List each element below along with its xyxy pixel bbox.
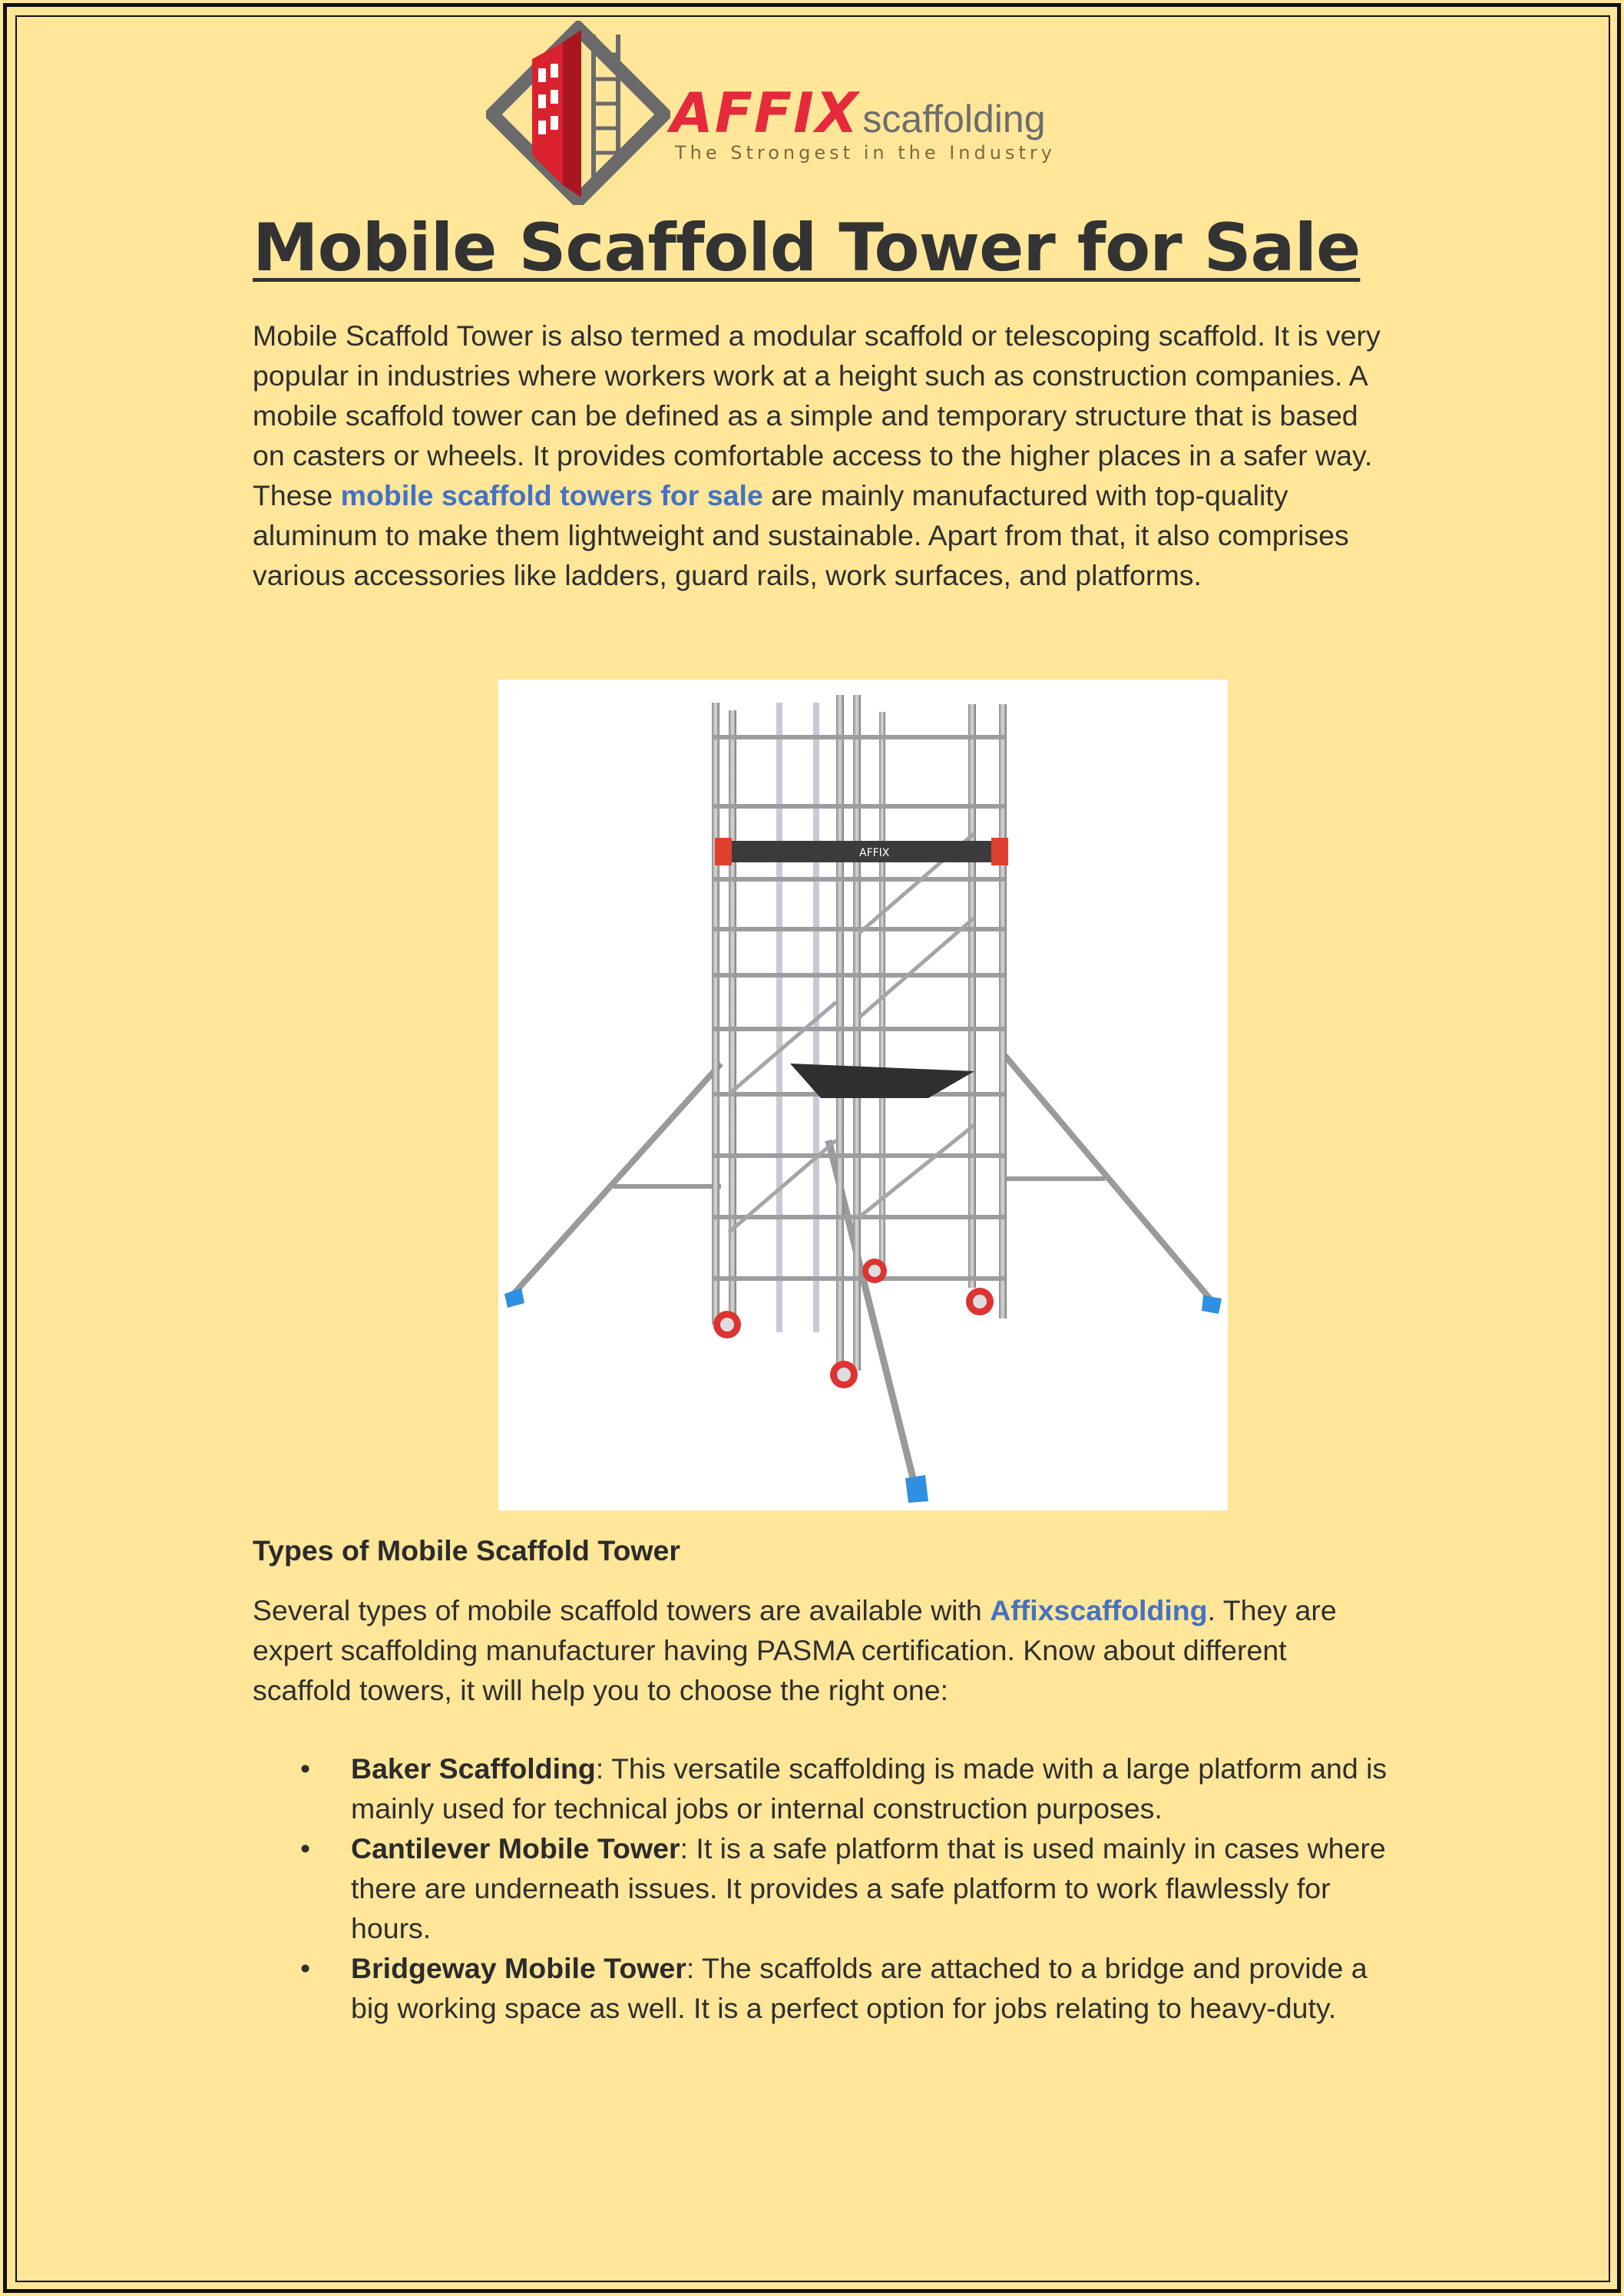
bullet-icon: •: [300, 1832, 311, 1864]
types-intro-text-1: Several types of mobile scaffold towers …: [253, 1594, 991, 1626]
logo-tagline: The Strongest in the Industry: [675, 142, 1056, 164]
intro-text-1: Mobile Scaffold Tower is also termed a m…: [253, 319, 1381, 511]
logo-wordmark: AFFIXscaffolding: [670, 81, 1046, 145]
tower-types-list: • Baker Scaffolding: This versatile scaff…: [253, 1748, 1389, 2028]
scaffold-tower-photo: AFFIX: [498, 680, 1228, 1510]
platform-badge-text: AFFIX: [859, 847, 890, 859]
list-item-baker: • Baker Scaffolding: This versatile scaff…: [253, 1748, 1389, 1828]
mobile-scaffold-towers-link[interactable]: mobile scaffold towers for sale: [340, 479, 763, 511]
bullet-icon: •: [300, 1952, 311, 1984]
brand-logo[interactable]: AFFIXscaffolding The Strongest in the In…: [486, 21, 1052, 205]
list-item-bridgeway: • Bridgeway Mobile Tower: The scaffolds a…: [253, 1948, 1389, 2028]
list-item-name: Bridgeway Mobile Tower: [351, 1952, 686, 1984]
list-item-text: : It is a safe platform that is used mai…: [351, 1832, 1386, 1944]
page-title: Mobile Scaffold Tower for Sale: [253, 210, 1361, 286]
intro-text-2: are mainly manufactured with top-quality…: [253, 479, 1349, 591]
logo-name-affix: AFFIX: [670, 81, 860, 145]
list-item-cantilever: • Cantilever Mobile Tower: It is a safe p…: [253, 1828, 1389, 1948]
affixscaffolding-link[interactable]: Affixscaffolding: [990, 1594, 1208, 1626]
scaffold-tower-illustration: AFFIX: [504, 695, 1222, 1503]
types-heading: Types of Mobile Scaffold Tower: [253, 1534, 680, 1567]
types-intro-text-2: . They are expert scaffolding manufactur…: [253, 1594, 1337, 1706]
logo-emblem-icon: [486, 21, 670, 205]
bullet-icon: •: [300, 1752, 311, 1785]
logo-name-scaffolding: scaffolding: [862, 98, 1046, 141]
page-inner-border: [15, 15, 1610, 2282]
types-intro-paragraph: Several types of mobile scaffold towers …: [253, 1590, 1389, 1710]
caster-wheels: [713, 1259, 994, 1388]
list-item-text: : The scaffolds are attached to a bridge…: [351, 1952, 1368, 2024]
main-content: Mobile Scaffold Tower for Sale Mobile Sc…: [253, 208, 1381, 595]
list-item-name: Cantilever Mobile Tower: [351, 1832, 680, 1864]
page-frame: AFFIXscaffolding The Strongest in the In…: [3, 3, 1621, 2293]
list-item-name: Baker Scaffolding: [351, 1752, 596, 1785]
list-item-text: : This versatile scaffolding is made wit…: [351, 1752, 1388, 1825]
intro-paragraph: Mobile Scaffold Tower is also termed a m…: [253, 316, 1389, 595]
